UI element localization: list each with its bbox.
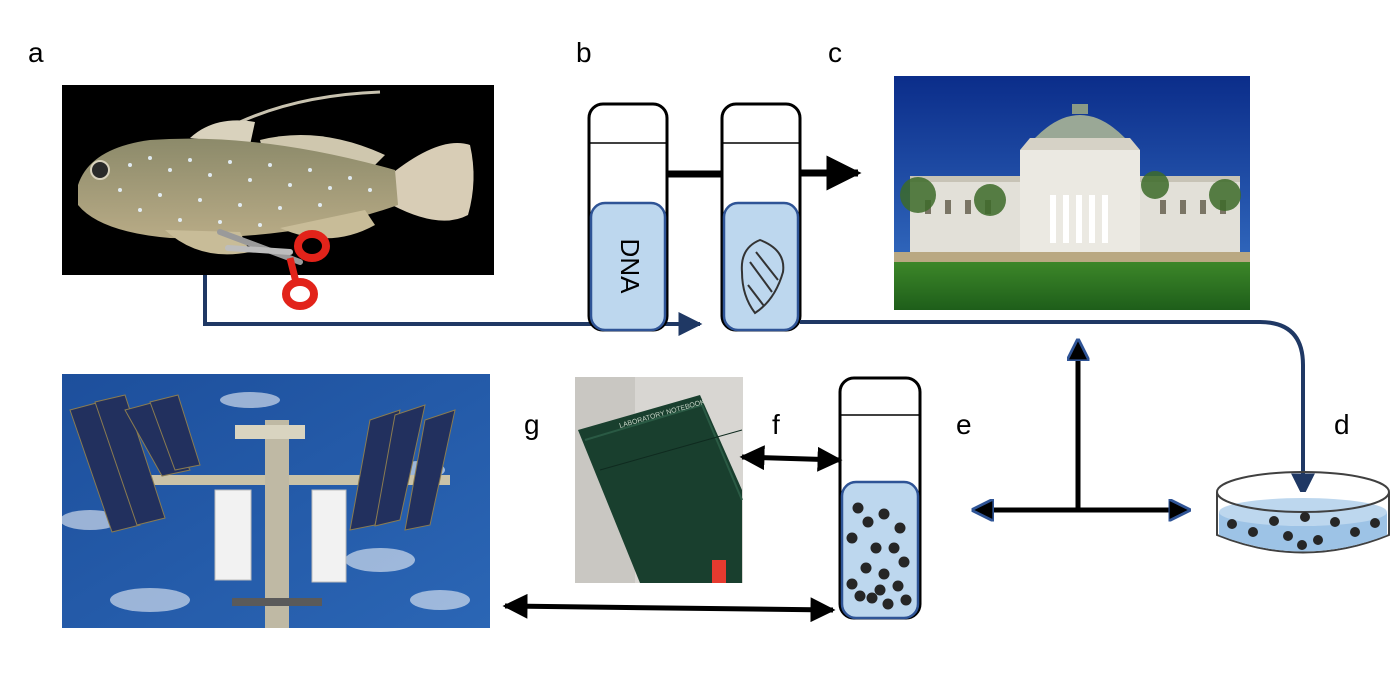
panel-label-a: a (28, 37, 44, 68)
panel-label-e: e (956, 409, 972, 440)
panel-label-d: d (1334, 409, 1350, 440)
fish-photo (62, 85, 494, 275)
panel-label-f: f (772, 409, 780, 440)
panel-label-b: b (576, 37, 592, 68)
scissors-icon (217, 229, 330, 310)
petri-dish (1216, 471, 1390, 554)
flow-line-b-to-d (800, 320, 1315, 498)
space-station-photo (60, 374, 490, 628)
distribution-arrows (975, 342, 1187, 510)
arrow-station-vial (502, 593, 836, 623)
lab-notebook-photo: LABORATORY NOTEBOOK (575, 377, 743, 583)
bead-vial (838, 376, 922, 620)
panel-label-c: c (828, 37, 842, 68)
tube-tissue (720, 102, 802, 332)
flow-line-a-to-b (203, 275, 703, 336)
panel-label-g: g (524, 409, 540, 440)
arrow-notebook-vial (739, 445, 843, 472)
museum-photo (894, 76, 1250, 310)
tissue-sample-icon (740, 238, 785, 315)
tube-dna: DNA (587, 102, 669, 332)
tube-dna-label: DNA (615, 239, 645, 295)
